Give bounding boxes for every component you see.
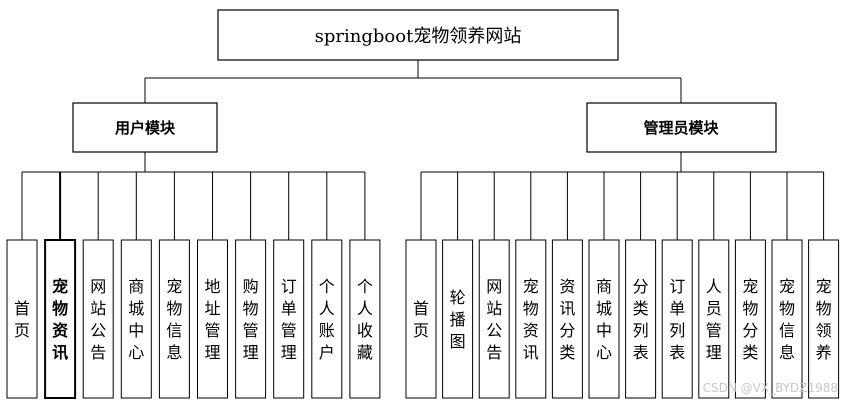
leaf-node: 宠物资讯	[44, 239, 77, 399]
leaf-node: 购物管理	[235, 239, 267, 399]
module-user-title: 用户模块	[115, 119, 176, 137]
leaf-label: 宠物信息	[779, 277, 795, 362]
leaf-label: 人员管理	[706, 277, 722, 362]
leaf-node: 订单管理	[273, 239, 305, 399]
leaf-label: 轮播图	[450, 288, 466, 351]
module-admin-title: 管理员模块	[643, 119, 719, 137]
leaf-label: 资讯分类	[559, 277, 575, 362]
module-user: 用户模块	[72, 102, 218, 153]
leaf-node: 轮播图	[442, 239, 474, 399]
watermark: CSDN @VX_BYDZ1988	[703, 381, 838, 395]
leaf-label: 宠物资讯	[52, 277, 68, 362]
leaf-node: 首页	[6, 239, 38, 399]
module-admin: 管理员模块	[586, 102, 777, 153]
leaf-node: 宠物分类	[734, 239, 766, 399]
leaf-node: 分类列表	[625, 239, 657, 399]
leaf-node: 资讯分类	[551, 239, 583, 399]
leaf-label: 个人收藏	[357, 277, 373, 362]
root-title: springboot宠物领养网站	[315, 26, 522, 47]
leaf-node: 个人账户	[311, 239, 343, 399]
leaf-label: 订单列表	[669, 277, 685, 362]
leaf-label: 宠物信息	[166, 277, 182, 362]
leaf-node: 宠物领养	[808, 239, 840, 399]
leaf-label: 宠物资讯	[523, 277, 539, 362]
leaf-node: 个人收藏	[349, 239, 381, 399]
leaf-label: 宠物分类	[742, 277, 758, 362]
leaf-node: 订单列表	[661, 239, 693, 399]
leaf-label: 商城中心	[128, 277, 144, 362]
leaf-node: 宠物信息	[771, 239, 803, 399]
leaf-node: 网站公告	[478, 239, 510, 399]
leaf-label: 首页	[413, 299, 429, 340]
leaf-label: 分类列表	[633, 277, 649, 362]
leaf-label: 网站公告	[486, 277, 502, 362]
root-node: springboot宠物领养网站	[217, 9, 619, 61]
leaf-node: 宠物信息	[158, 239, 190, 399]
leaf-label: 个人账户	[319, 277, 335, 362]
leaf-label: 商城中心	[596, 277, 612, 362]
leaf-label: 首页	[14, 299, 30, 340]
leaf-label: 网站公告	[90, 277, 106, 362]
leaf-nodes: 首页 宠物资讯 网站公告 商城中心 宠物信息 地址管理 购物管理 订单管理 个人账户 个人收藏 首页…	[6, 239, 840, 399]
leaf-label: 宠物领养	[816, 277, 832, 362]
leaf-label: 地址管理	[204, 277, 220, 362]
leaf-node: 商城中心	[120, 239, 152, 399]
leaf-node: 宠物资讯	[515, 239, 547, 399]
leaf-node: 网站公告	[82, 239, 114, 399]
leaf-node: 人员管理	[698, 239, 730, 399]
leaf-node: 地址管理	[197, 239, 228, 399]
leaf-label: 购物管理	[243, 277, 259, 362]
leaf-label: 订单管理	[281, 277, 297, 362]
connector-lines	[21, 60, 825, 240]
leaf-node: 首页	[405, 239, 437, 399]
leaf-node: 商城中心	[588, 239, 620, 399]
